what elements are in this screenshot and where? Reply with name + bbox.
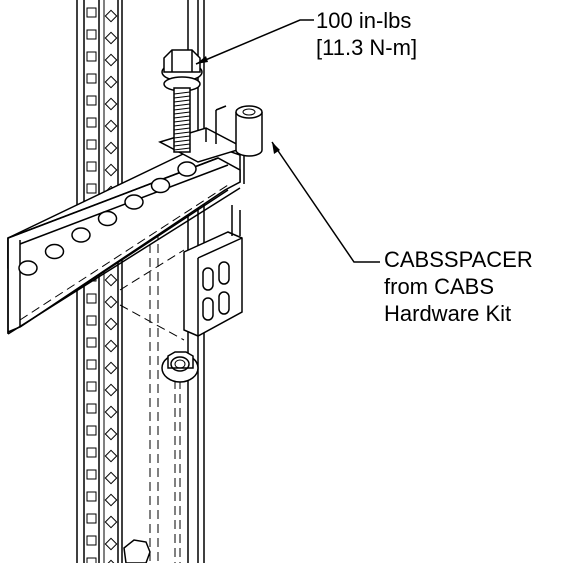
rail-hole	[104, 119, 118, 133]
rail-hole	[104, 163, 118, 177]
rail-hole	[86, 139, 97, 150]
thread-line	[173, 123, 191, 127]
rail-hole	[104, 31, 118, 45]
thread-line	[173, 139, 191, 143]
hex-bolt	[161, 49, 203, 153]
rail-hole	[86, 73, 97, 84]
thread-line	[173, 147, 191, 151]
leader-lines	[195, 19, 380, 263]
torque-callout: 100 in-lbs [11.3 N-m]	[316, 7, 417, 61]
bracket-hole	[124, 194, 144, 210]
rail-hole	[86, 425, 97, 436]
rail-hole	[86, 469, 97, 480]
rail-hole	[86, 51, 97, 62]
rail-hole	[104, 449, 118, 463]
thread-line	[173, 99, 191, 103]
thread-line	[173, 103, 191, 107]
spacer-source-line2: Hardware Kit	[384, 301, 512, 326]
spacer-source-line1: from CABS	[384, 274, 495, 299]
rack-rail-left	[76, 0, 123, 563]
thread-line	[173, 107, 191, 111]
rail-hole	[86, 447, 97, 458]
thread-line	[173, 91, 191, 95]
rail-hole	[104, 9, 118, 23]
rail-hole	[86, 557, 97, 563]
flange-nut	[161, 351, 199, 383]
thread-line	[173, 95, 191, 99]
rail-square-holes	[86, 7, 118, 563]
rail-hole	[104, 493, 118, 507]
thread-line	[173, 135, 191, 139]
rail-hole	[104, 141, 118, 155]
bracket-round-holes	[18, 161, 197, 276]
rail-hole	[104, 471, 118, 485]
rail-hole	[86, 315, 97, 326]
rail-hole	[104, 427, 118, 441]
bracket-hole	[150, 177, 171, 194]
rail-hole	[104, 75, 118, 89]
rail-hole	[104, 515, 118, 529]
rail-hole	[86, 117, 97, 128]
rail-hole	[104, 317, 118, 331]
thread-line	[173, 131, 191, 135]
bracket-hole	[44, 243, 65, 260]
rail-hole	[104, 53, 118, 67]
rail-hole	[104, 361, 118, 375]
rail-hole	[86, 381, 97, 392]
rail-hole	[86, 403, 97, 414]
rail-hole	[104, 405, 118, 419]
rail-hole	[104, 97, 118, 111]
rail-hole	[86, 7, 97, 18]
side-plate	[119, 205, 243, 341]
rail-hole	[86, 95, 97, 106]
rail-hole	[86, 491, 97, 502]
rail-hole	[86, 359, 97, 370]
lower-bolt-head	[123, 539, 151, 563]
spacer-part-name: CABSSPACER	[384, 247, 533, 272]
rail-hole	[104, 295, 118, 309]
bracket-hole	[18, 260, 38, 276]
thread-line	[173, 119, 191, 123]
rail-hole	[86, 293, 97, 304]
rail-hole	[104, 273, 118, 287]
rail-hole	[86, 29, 97, 40]
torque-value-imperial: 100 in-lbs	[316, 8, 412, 33]
thread-line	[173, 115, 191, 119]
rail-hole	[104, 537, 118, 551]
thread-line	[173, 111, 191, 115]
rail-hole	[104, 339, 118, 353]
spacer-callout: CABSSPACER from CABS Hardware Kit	[384, 246, 533, 327]
mounting-bracket	[7, 127, 246, 335]
bolt-threads	[173, 91, 191, 151]
bracket-hole	[177, 161, 197, 177]
thread-line	[173, 143, 191, 147]
rail-hole	[86, 337, 97, 348]
torque-value-metric: [11.3 N-m]	[316, 35, 418, 60]
rail-hole	[86, 535, 97, 546]
rail-hole	[104, 383, 118, 397]
rail-hole	[86, 161, 97, 172]
bracket-hole	[71, 227, 91, 243]
cabs-spacer	[215, 105, 263, 157]
bracket-hole	[97, 210, 118, 227]
rail-hole	[86, 513, 97, 524]
thread-line	[173, 127, 191, 131]
rail-hole	[86, 183, 97, 194]
